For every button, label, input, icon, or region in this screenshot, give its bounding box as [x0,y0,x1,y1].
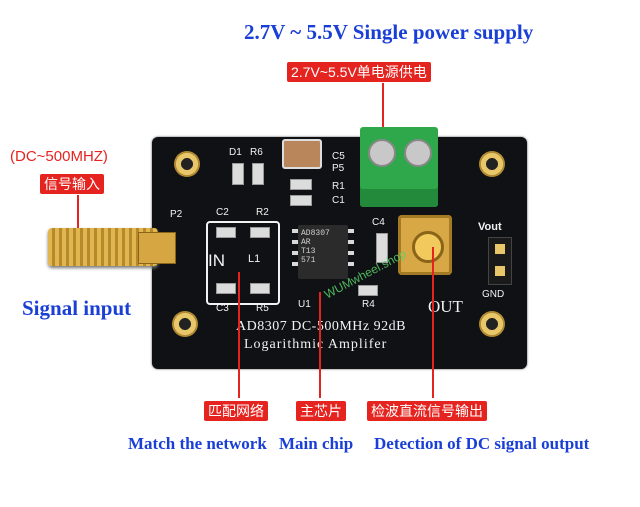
detect-label: Detection of DC signal output [374,434,590,453]
component-c3 [216,283,236,294]
component-r6 [252,163,264,185]
matching-network-outline [206,221,280,305]
tantalum-capacitor [282,139,322,169]
power-supply-tag: 2.7V~5.5V单电源供电 [287,62,431,82]
label-d1: D1 [229,147,242,158]
sma-output-connector [398,215,452,275]
label-p5: P5 [332,163,345,174]
label-c1: C1 [332,195,345,206]
chip-line-2: AR [301,238,311,247]
header-pin-2 [495,266,505,276]
power-supply-heading: 2.7V ~ 5.5V Single power supply [244,20,534,44]
chip-line-3: T13 [301,247,316,256]
mounting-hole-bottom-right [479,311,505,337]
product-line: Logarithmic Amplifer [244,337,388,352]
label-c5: C5 [332,151,345,162]
main-chip-pins-right [348,229,354,273]
mounting-hole-top-right [479,151,505,177]
chip-callout-line [319,292,321,398]
network-tag: 匹配网络 [204,401,268,421]
terminal-screw-right [404,139,432,167]
pcb-board: D1 R6 C5 P5 R1 C1 P2 C2 R2 IN L1 C3 R5 A… [152,127,527,369]
label-r6: R6 [250,147,263,158]
label-r4: R4 [362,299,375,310]
component-c1 [290,195,312,206]
label-in: IN [208,251,225,270]
power-terminal-block [360,127,438,207]
label-p2: P2 [170,209,183,220]
label-u1: U1 [298,299,311,310]
component-d1 [232,163,244,185]
terminal-screw-left [368,139,396,167]
power-callout-line [382,83,384,151]
header-pin-1 [495,244,505,254]
component-c2 [216,227,236,238]
label-r2: R2 [256,207,269,218]
label-r5: R5 [256,303,269,314]
component-r2 [250,227,270,238]
component-r1 [290,179,312,190]
main-chip: AD8307 AR T13 571 [298,225,348,279]
sma-output-center [412,231,444,263]
label-vout: Vout [478,221,502,233]
component-r5 [250,283,270,294]
chip-label: Main chip [279,434,354,453]
input-range-label: (DC~500MHZ) [10,148,108,165]
sma-input-body [138,232,176,264]
component-c4 [376,233,388,263]
detect-tag: 检波直流信号输出 [367,401,487,421]
label-c2: C2 [216,207,229,218]
component-r4 [358,285,378,296]
label-c4: C4 [372,217,385,228]
chip-tag: 主芯片 [296,401,346,421]
mounting-hole-top-left [174,151,200,177]
label-out: OUT [428,297,463,316]
chip-line-4: 571 [301,256,316,265]
signal-input-tag: 信号输入 [40,174,104,194]
detect-callout-line [432,247,434,398]
network-callout-line [238,272,240,398]
label-c3: C3 [216,303,229,314]
label-r1: R1 [332,181,345,192]
input-callout-line [77,195,79,235]
mounting-hole-bottom-left [172,311,198,337]
signal-input-label: Signal input [22,296,132,320]
label-gnd: GND [482,289,505,300]
label-l1: L1 [248,253,261,265]
main-chip-pins-left [292,229,298,273]
network-label: Match the network [128,434,267,453]
output-header-pins [488,237,512,285]
chip-line-1: AD8307 [301,229,330,238]
